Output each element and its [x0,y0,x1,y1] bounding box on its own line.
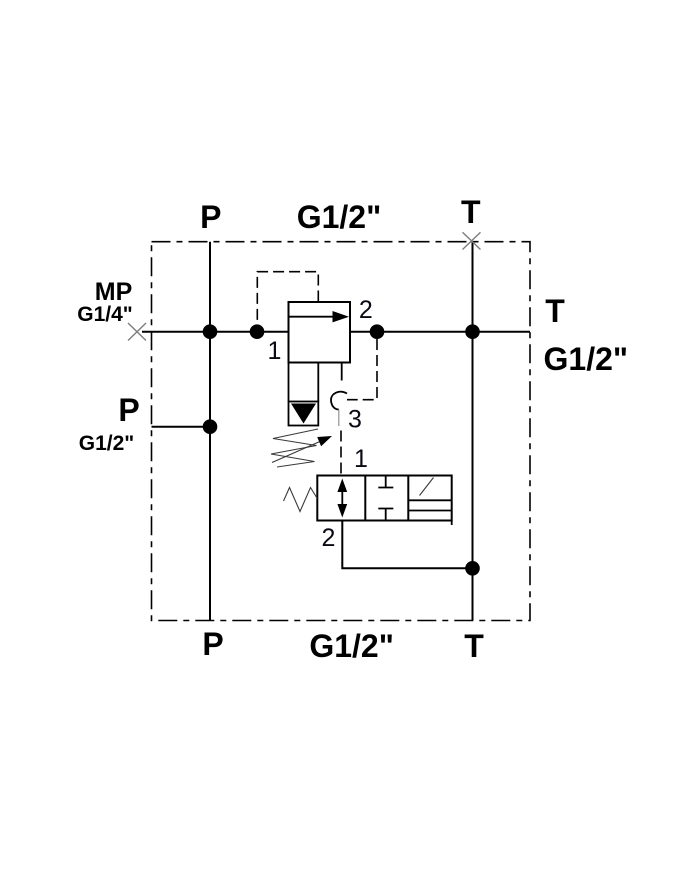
junction-dot [465,561,480,576]
pilot-valve-body [316,474,453,522]
relief-inlet-number: 1 [268,337,282,365]
relief-outlet-number: 2 [359,296,373,324]
check-poppet-triangle-icon [291,403,316,424]
junction-dot [249,324,265,340]
port-size-right-t: G1/2" [544,341,629,377]
pilot-valve-inlet-number: 1 [354,445,368,473]
pilot-valve-outlet-number: 2 [322,524,336,552]
pilot-valve-outlet-line [341,520,473,570]
port-size-left-p: G1/2" [79,432,134,455]
junction-dot [369,324,385,340]
pilot-actuator-slash [419,477,434,496]
flow-arrow-down-icon [337,504,348,518]
flow-arrow-up-icon [337,478,348,492]
pilot-valve-spring-icon [282,486,318,513]
t-top-plug-x-icon [462,231,481,251]
relief-valve-body [287,301,351,364]
port-label-bottom-p: P [202,626,223,662]
pilot-valve-position-dividers [364,475,410,521]
mp-plug-x-icon [127,322,147,342]
port-label-top-t: T [461,194,481,230]
spring-adjust-arrow-shaft [271,440,322,464]
pilot-actuator-lines [408,499,453,525]
check-poppet-box [287,400,320,427]
relief-valve-neck [287,362,320,402]
junction-dot [202,324,218,340]
spring-adjust-arrow-icon [317,436,332,447]
port-size-bottom: G1/2" [309,628,394,664]
port-label-bottom-t: T [464,628,484,664]
junction-dot [465,324,480,340]
pilot-line-top [256,270,320,322]
junction-dot [202,419,218,435]
port-label-right-t: T [545,293,565,329]
pilot-valve-blocked-ports [378,475,394,521]
port-size-mp: G1/4" [77,303,132,326]
vent-pilot-line [347,339,378,401]
relief-spring-icon [270,428,319,468]
relief-valve-flow-arrow-icon [332,311,349,323]
port-label-mp: MP [95,278,133,306]
valve-body-boundary [150,240,531,622]
port-label-top-p: P [200,199,221,235]
port-size-top: G1/2" [297,199,382,235]
port-label-left-p: P [118,392,139,428]
vent-port-hook [330,390,348,411]
relief-vent-number: 3 [348,406,362,434]
